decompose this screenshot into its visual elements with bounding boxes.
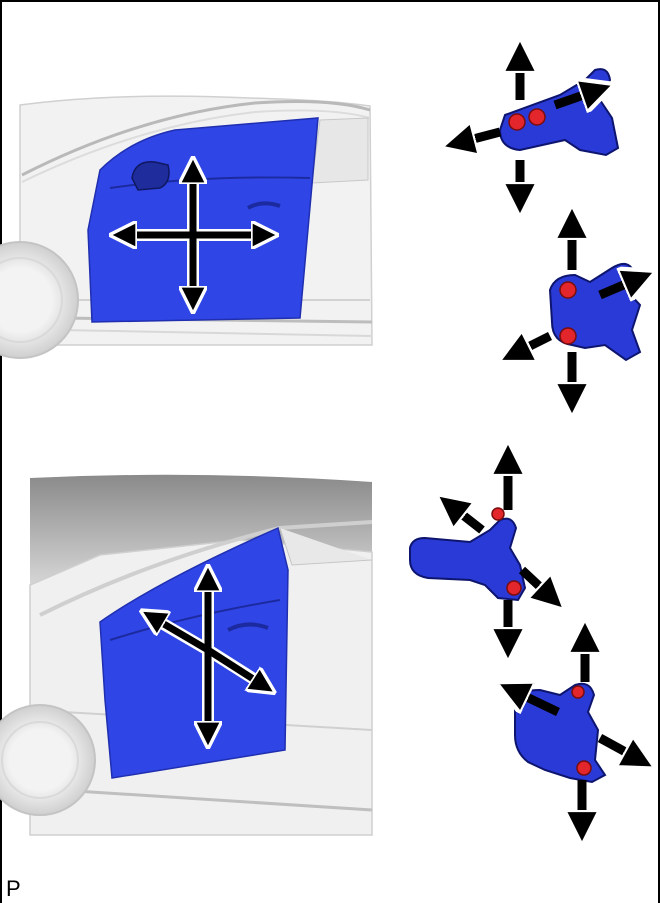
bolt-icon (560, 282, 576, 298)
front-upper-hinge (458, 55, 618, 200)
rear-door-car-view (0, 475, 372, 835)
bolt-icon (572, 686, 584, 698)
front-door-car-view (0, 96, 372, 358)
bolt-icon (529, 109, 545, 125)
figure-footer-label: P (6, 878, 21, 900)
bolt-icon (509, 114, 525, 130)
rear-lower-hinge (512, 636, 640, 828)
bolt-icon (492, 508, 504, 520)
front-lower-hinge (514, 222, 640, 400)
side-mirror (132, 162, 169, 190)
door-adjustment-illustration (0, 0, 660, 880)
bolt-icon (507, 581, 521, 595)
bolt-icon (577, 761, 591, 775)
bolt-icon (560, 328, 576, 344)
rear-upper-hinge (410, 458, 552, 645)
door-hinge-icon (550, 264, 640, 360)
